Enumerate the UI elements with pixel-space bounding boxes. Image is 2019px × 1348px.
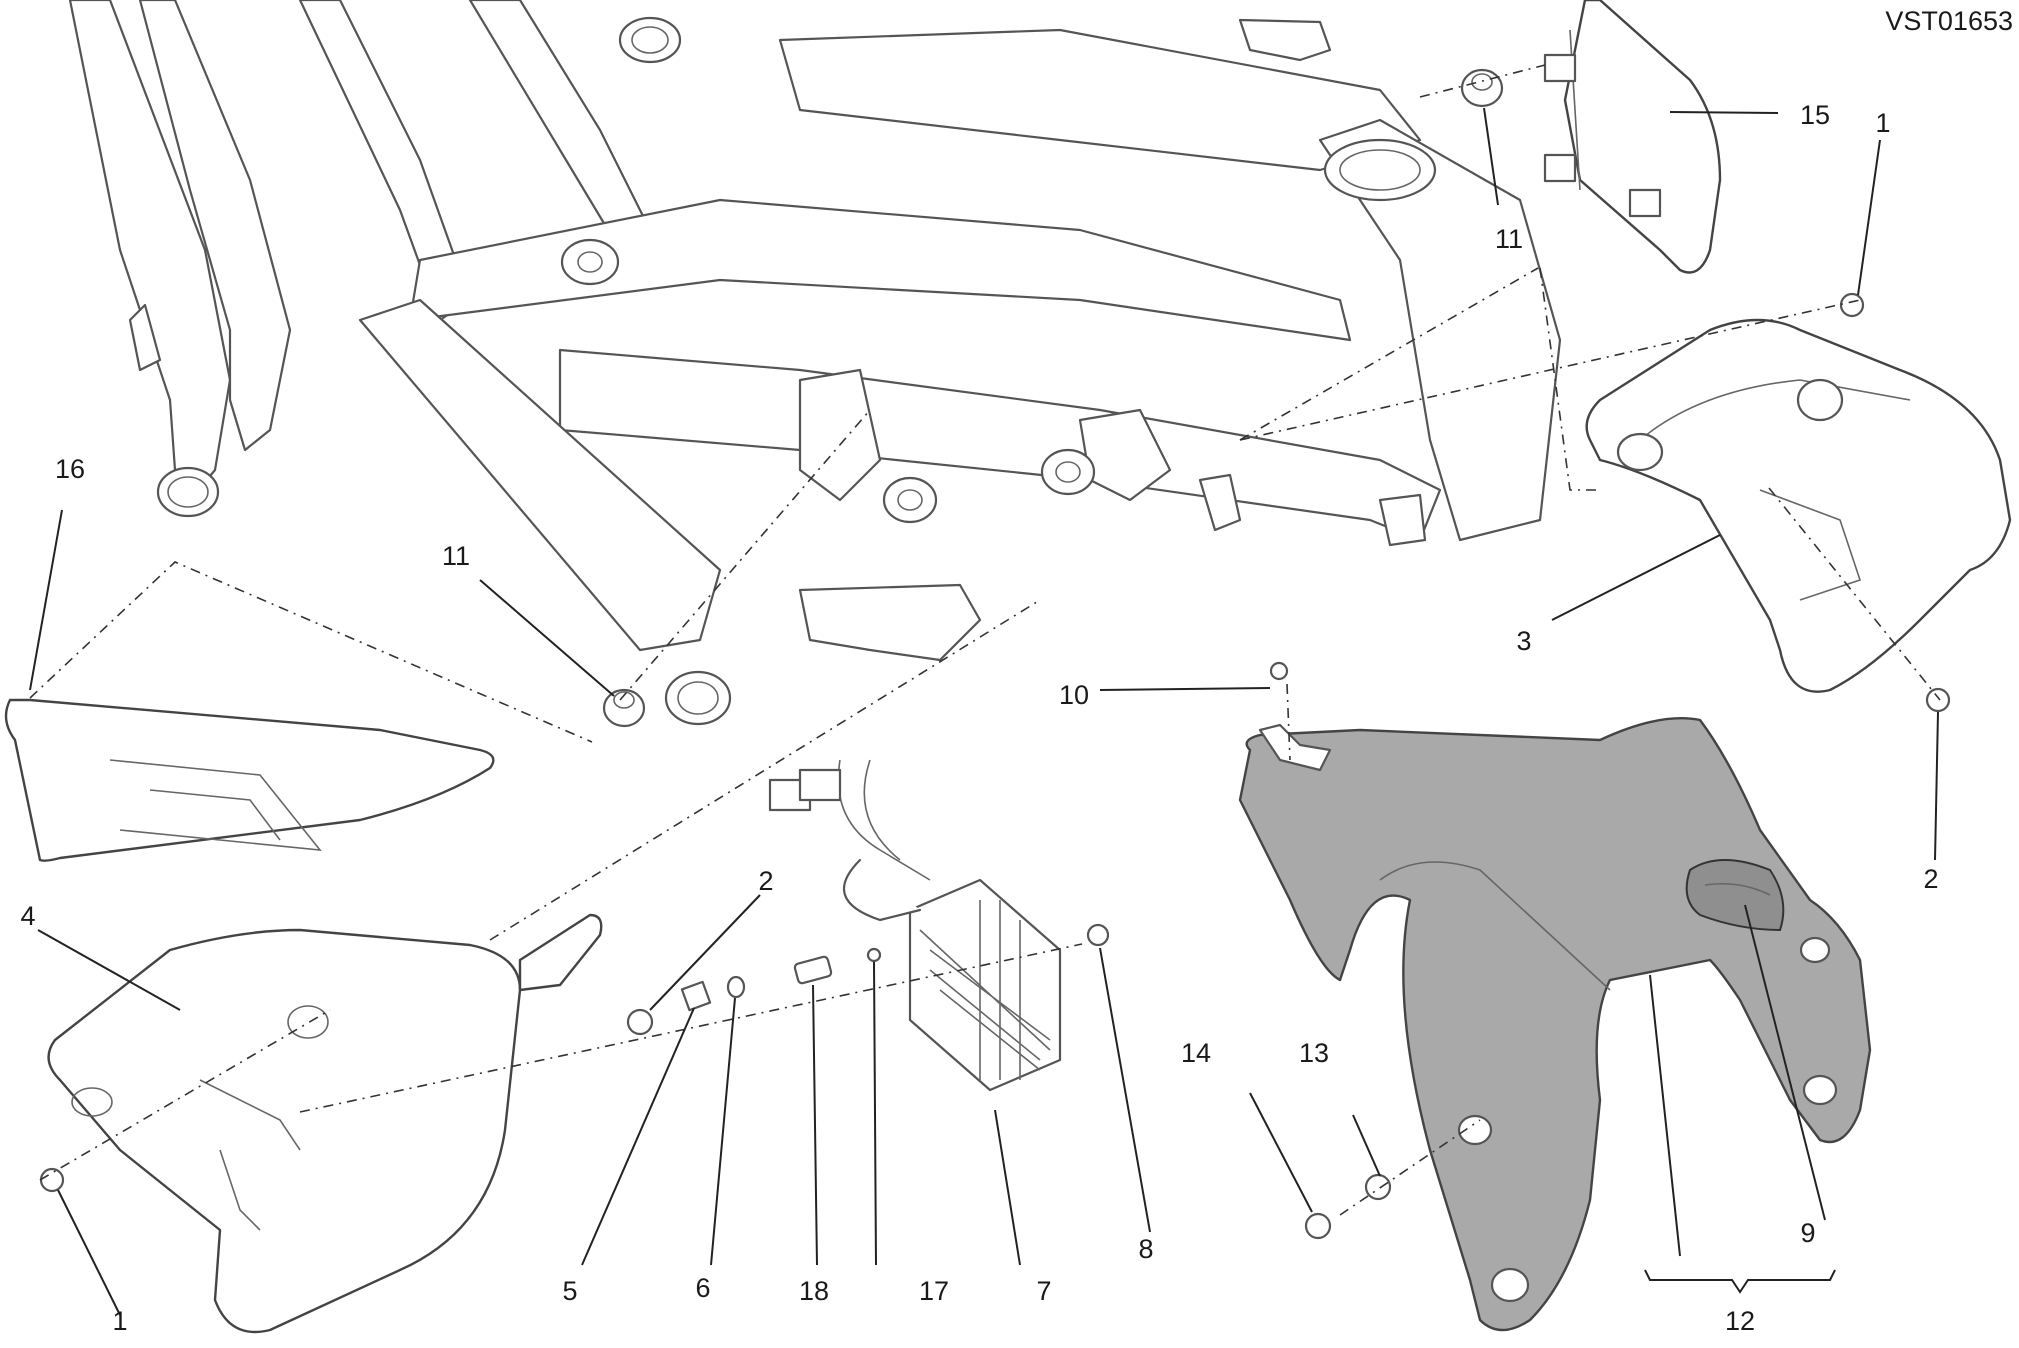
part-15-rear-cover	[1543, 0, 1722, 274]
motorcycle-frame	[68, 0, 1562, 726]
part-16-side-cover	[4, 698, 495, 862]
callout-11-top: 11	[1495, 224, 1523, 254]
fasteners	[39, 68, 1951, 1240]
part-12-front-fairing	[1238, 717, 1872, 1332]
callout-12: 12	[1725, 1306, 1755, 1336]
callout-5: 5	[562, 1276, 577, 1306]
callout-10: 10	[1059, 680, 1089, 710]
callout-13: 13	[1299, 1038, 1329, 1068]
callout-3: 3	[1516, 626, 1531, 656]
callout-18: 18	[799, 1276, 829, 1306]
callout-7: 7	[1036, 1276, 1051, 1306]
part-4-left-fairing-panel	[47, 913, 603, 1334]
callout-2-left: 2	[758, 866, 773, 896]
callout-17: 17	[919, 1276, 949, 1306]
callout-14: 14	[1181, 1038, 1211, 1068]
callout-1-bottom: 1	[112, 1306, 127, 1336]
diagram-code: VST01653	[1885, 6, 2013, 36]
callout-16: 16	[55, 454, 85, 484]
callout-1-top: 1	[1875, 108, 1890, 138]
callout-9: 9	[1800, 1218, 1815, 1248]
part-7-voltage-regulator	[768, 759, 1062, 1092]
callout-11-left: 11	[442, 541, 470, 571]
part-3-headlight-fairing	[1585, 318, 2012, 693]
callout-labels: VST01653 1 1 2 2 3 4 5 6 7 8 9 10 11 11 …	[20, 6, 2013, 1336]
callout-8: 8	[1138, 1234, 1153, 1264]
callout-15: 15	[1800, 100, 1830, 130]
callout-4: 4	[20, 901, 35, 931]
assembly-lines	[29, 64, 1941, 1216]
callout-6: 6	[695, 1273, 710, 1303]
leader-lines	[29, 107, 1939, 1316]
callout-2-right: 2	[1923, 864, 1938, 894]
